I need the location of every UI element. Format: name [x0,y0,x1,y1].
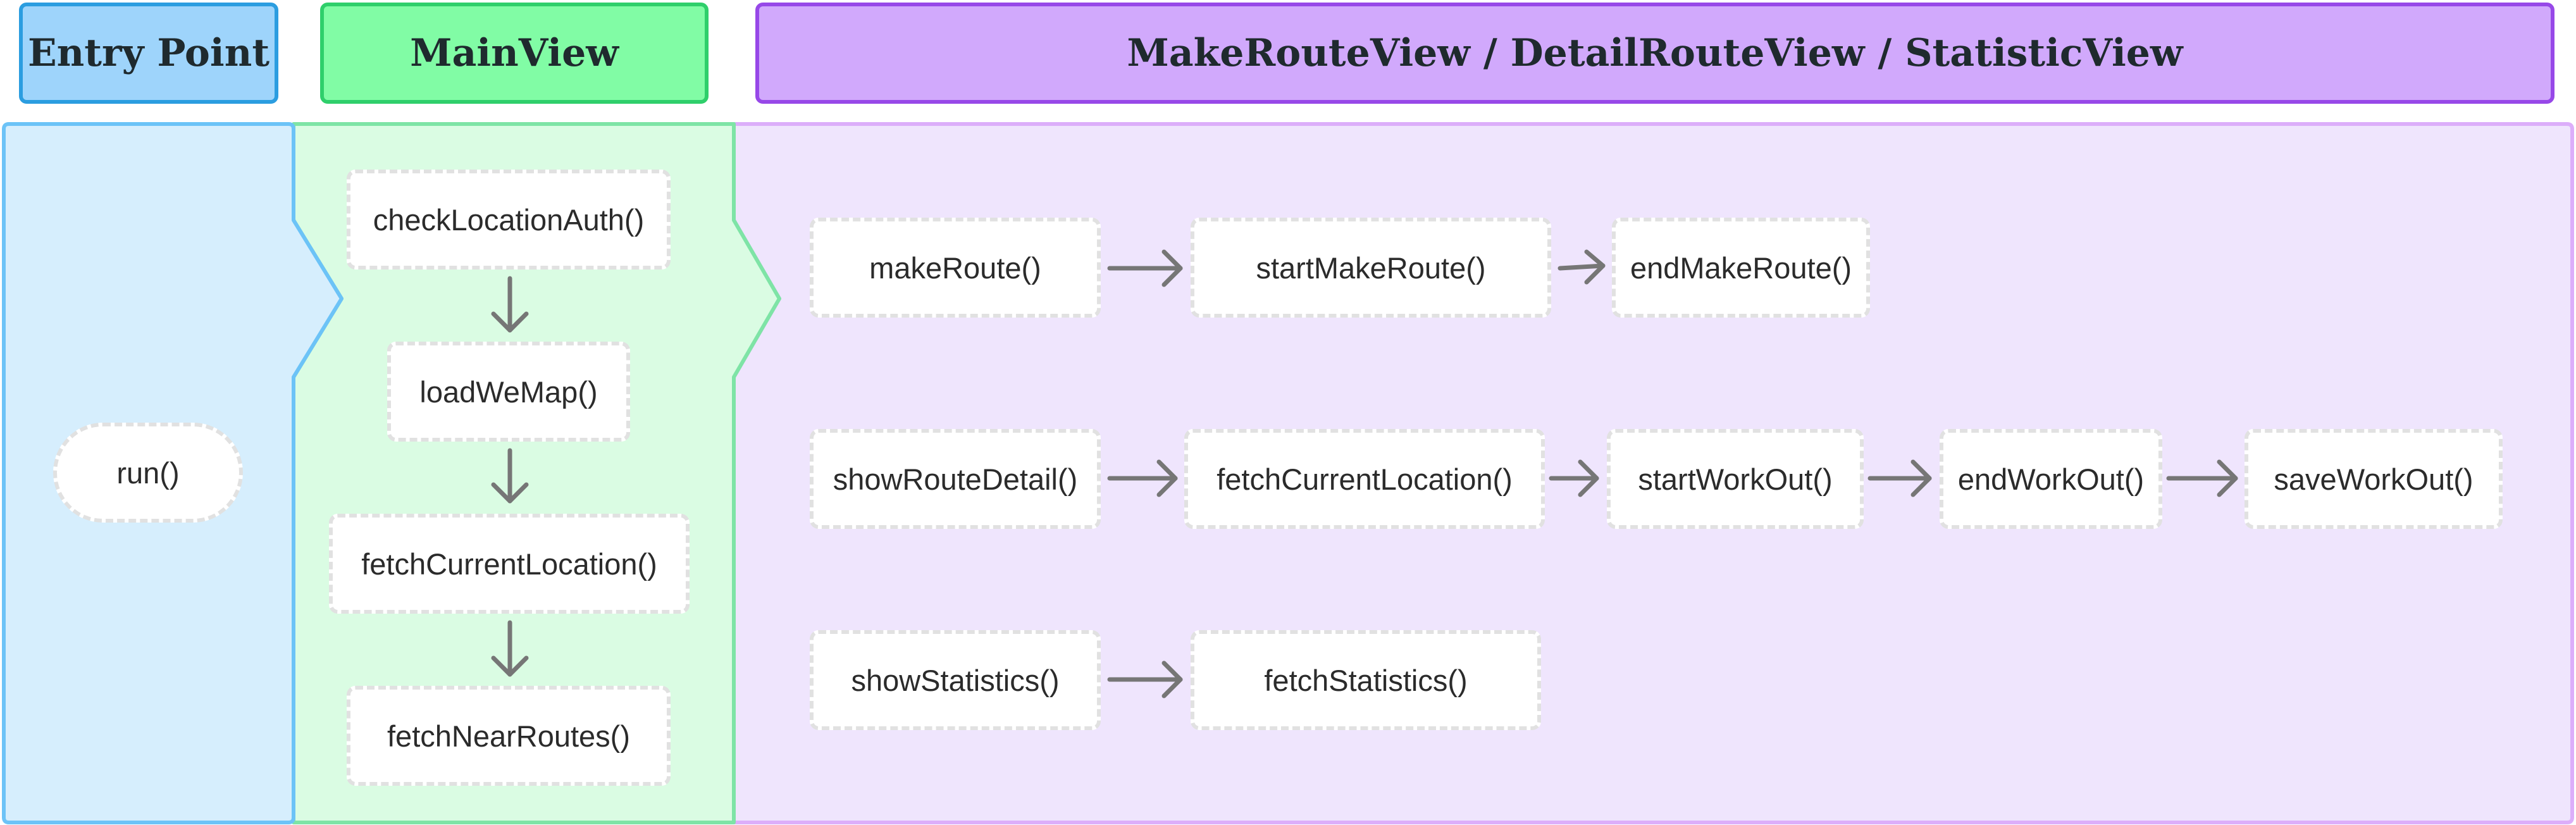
header-route-views: MakeRouteView / DetailRouteView / Statis… [755,3,2554,104]
node-show-statistics: showStatistics() [810,630,1101,730]
node-end-make-route: endMakeRoute() [1612,218,1870,318]
node-show-route-detail: showRouteDetail() [810,429,1101,529]
node-fetch-statistics: fetchStatistics() [1191,630,1541,730]
node-make-route: makeRoute() [810,218,1101,318]
header-main-view: MainView [320,3,709,104]
node-run: run() [53,423,243,523]
node-start-make-route: startMakeRoute() [1191,218,1551,318]
node-fetch-current-location-main: fetchCurrentLocation() [329,514,690,614]
node-fetch-near-routes: fetchNearRoutes() [347,686,671,786]
node-fetch-current-location-detail: fetchCurrentLocation() [1184,429,1545,529]
node-start-work-out: startWorkOut() [1607,429,1864,529]
header-entry-point: Entry Point [19,3,278,104]
node-end-work-out: endWorkOut() [1940,429,2162,529]
node-load-we-map: loadWeMap() [387,342,630,442]
node-save-work-out: saveWorkOut() [2245,429,2503,529]
node-check-location-auth: checkLocationAuth() [347,170,671,270]
